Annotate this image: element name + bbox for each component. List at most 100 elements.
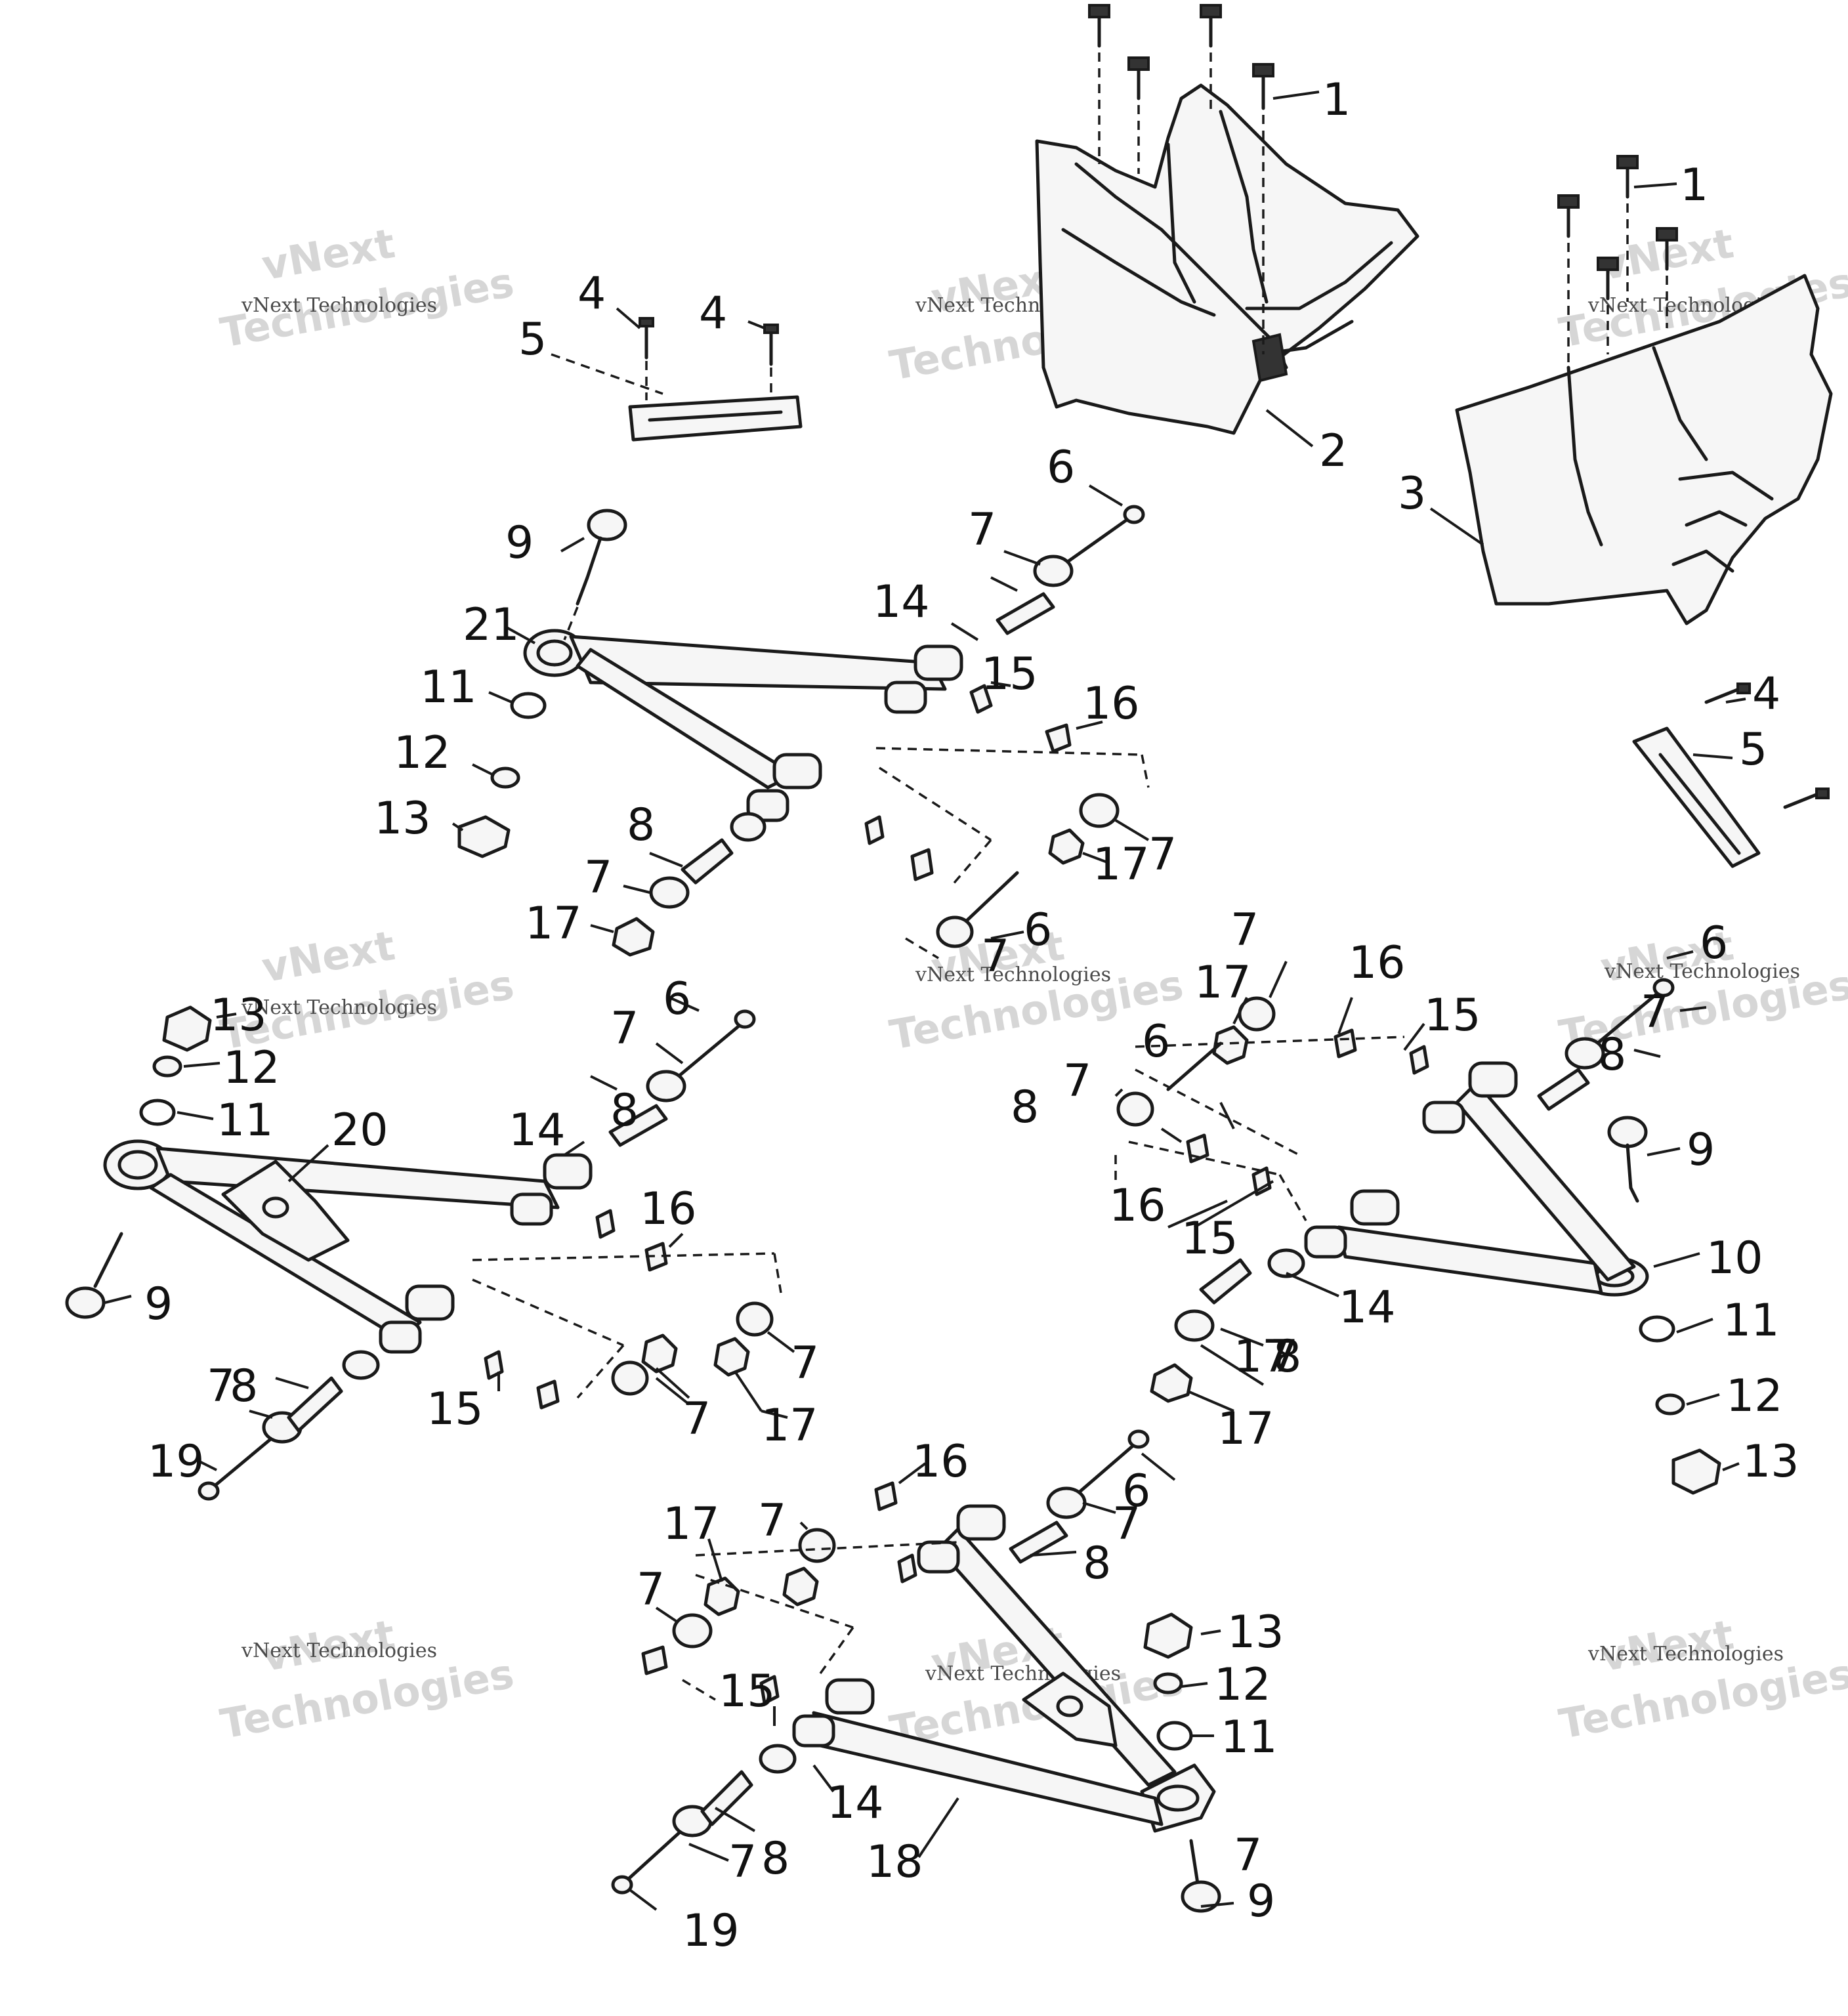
upper-a-arm-hardware (864, 684, 1150, 959)
bushing (379, 1320, 422, 1354)
bolt-6-lower-left (608, 1009, 756, 1147)
callout: 7 (1063, 1055, 1091, 1107)
callout: 14 (509, 1104, 566, 1156)
upper-right-hardware (1114, 996, 1429, 1403)
callout: 7 (758, 1495, 786, 1547)
snap-ring-11 (1639, 1315, 1675, 1343)
callout: 11 (1221, 1712, 1278, 1763)
callout: 6 (1142, 1016, 1170, 1068)
callout: 6 (1047, 442, 1075, 494)
callout: 11 (217, 1095, 274, 1146)
callout: 17 (525, 898, 582, 950)
bolt-group-1-left (1088, 4, 1274, 354)
ball-joint-9-left (65, 1232, 123, 1319)
callout: 15 (719, 1666, 776, 1717)
callout: 15 (1424, 990, 1481, 1041)
watermark-line2: vNext Technologies (1604, 960, 1800, 983)
bolt (1088, 4, 1110, 164)
bolt (1252, 63, 1274, 354)
callout: 17 (1234, 1331, 1291, 1383)
bushing (543, 1153, 593, 1190)
callout: 7 (1234, 1830, 1262, 1881)
callout: 7 (968, 504, 996, 556)
bolt (1616, 155, 1639, 302)
watermark-line2: vNext Technologies (1587, 1643, 1784, 1666)
bushing (746, 789, 789, 822)
bushing (917, 1540, 960, 1574)
callout: 8 (1011, 1082, 1039, 1133)
bushing (1350, 1189, 1400, 1226)
callout: 7 (1112, 1498, 1141, 1550)
callout: 13 (210, 990, 267, 1041)
bushing (772, 753, 822, 789)
callout: 7 (207, 1360, 235, 1412)
callout: 8 (1598, 1029, 1626, 1081)
lower-bottom-hardware (641, 1481, 959, 1705)
bushing (1304, 1225, 1347, 1259)
nut-13 (162, 1005, 212, 1052)
callout: 7 (610, 1003, 639, 1055)
callout: 9 (1247, 1876, 1275, 1927)
callout-labels: 1 1 2 3 4 4 4 5 5 6 6 6 6 6 6 7 7 7 7 7 … (144, 74, 1799, 1957)
callout: 15 (981, 648, 1038, 700)
bushing (884, 681, 927, 714)
bushing (405, 1284, 455, 1321)
callout: 21 (463, 599, 520, 651)
bushing (825, 1678, 875, 1715)
sleeve-8-upper-b (649, 838, 734, 909)
callout: 6 (663, 973, 691, 1025)
callout: 18 (866, 1836, 923, 1888)
bolt (1597, 257, 1619, 354)
trim-plate-left (628, 317, 803, 442)
callout: 14 (827, 1777, 884, 1829)
screw (639, 317, 654, 360)
callout: 8 (1083, 1538, 1111, 1589)
callout: 6 (1122, 1465, 1150, 1517)
watermark-line2: vNext Technologies (241, 996, 437, 1019)
callout: 20 (331, 1104, 388, 1156)
washer-12 (1655, 1393, 1685, 1416)
callout: 13 (374, 793, 431, 845)
bushing (1468, 1061, 1518, 1098)
callout: 11 (420, 662, 477, 713)
callout: 16 (1109, 1180, 1166, 1232)
screw (1704, 682, 1751, 704)
callout: 13 (1742, 1436, 1799, 1488)
fender-panel-right (1455, 274, 1833, 625)
callout: 7 (584, 852, 612, 904)
callout: 7 (728, 1836, 757, 1888)
callout: 17 (1093, 839, 1150, 891)
nut-13 (1671, 1448, 1721, 1495)
bolt (1200, 4, 1222, 112)
callout: 5 (1739, 724, 1767, 776)
nut-17 (612, 917, 655, 957)
callout: 8 (610, 1085, 639, 1137)
upper-a-arm-21 (523, 629, 963, 842)
callout: 7 (682, 1393, 711, 1445)
nut-13 (1143, 1612, 1193, 1659)
bolt-19-left (198, 1376, 343, 1501)
callout: 7 (637, 1564, 665, 1616)
callout: 19 (682, 1905, 740, 1957)
callout: 12 (1726, 1370, 1783, 1422)
screw (763, 324, 779, 366)
snap-ring-11 (139, 1099, 176, 1126)
ball-joint-9-bottom (1181, 1839, 1221, 1913)
callout: 14 (873, 576, 930, 628)
callout: 14 (1339, 1282, 1396, 1334)
washer-12 (490, 766, 520, 789)
callout: 7 (1641, 986, 1669, 1038)
lower-left-hardware (472, 1209, 782, 1410)
callout: 19 (148, 1436, 205, 1488)
callout: 8 (761, 1833, 789, 1885)
callout: 7 (1230, 904, 1259, 956)
callout: 16 (1083, 678, 1140, 730)
upper-a-arm-10 (1267, 1061, 1649, 1297)
callout: 17 (761, 1400, 818, 1452)
callout: 17 (663, 1498, 720, 1550)
bolt (1557, 194, 1580, 368)
callout: 11 (1723, 1295, 1780, 1347)
bolt-6-lower-bottom (1009, 1429, 1150, 1564)
callout: 15 (427, 1383, 484, 1435)
